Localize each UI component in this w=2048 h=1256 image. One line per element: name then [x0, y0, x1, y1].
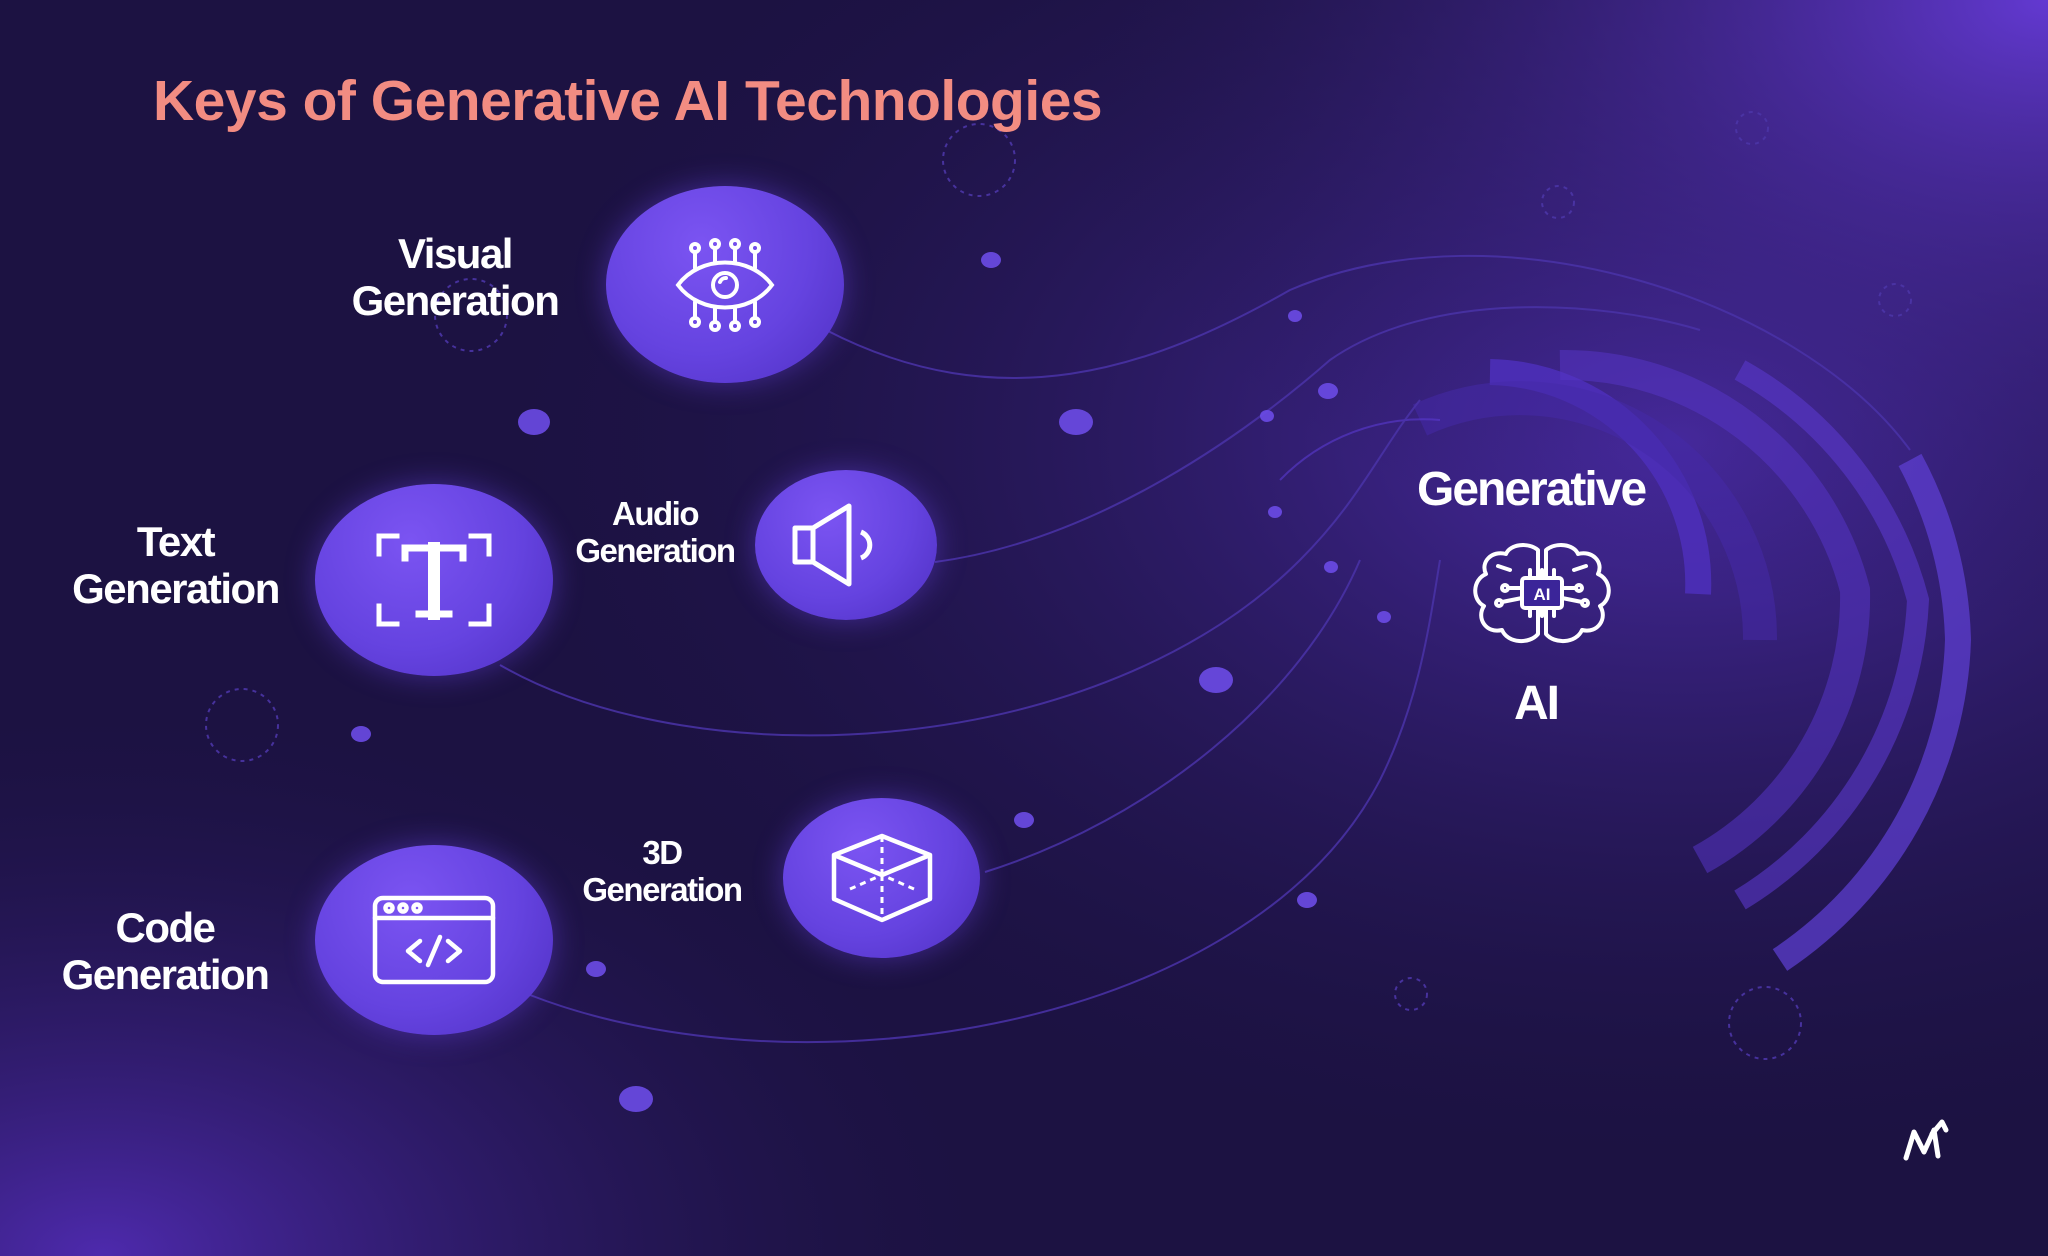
code-window-icon: [372, 895, 496, 985]
3d-generation-node: [783, 798, 980, 958]
decor-dots: [351, 252, 1391, 1112]
3d-generation-label: 3D Generation: [562, 834, 762, 909]
code-label-line2: Generation: [61, 951, 270, 999]
center-title-line1: Generative: [1417, 463, 1647, 516]
audio-generation-node: [755, 470, 937, 620]
text-t-icon: [376, 533, 492, 627]
concentric-arcs: [1279, 349, 1972, 971]
code-generation-node: [315, 845, 553, 1035]
3d-label-line2: Generation: [582, 870, 743, 908]
connector-lines: [499, 254, 1911, 1044]
speaker-icon: [792, 503, 873, 587]
chip-text: AI: [1534, 585, 1551, 604]
code-label-line1: Code: [115, 904, 217, 951]
brand-logo-icon: [1903, 1119, 1949, 1161]
audio-label-line1: Audio: [612, 495, 699, 532]
dashed-rings: [205, 111, 1912, 1060]
center-title-line2: AI: [1514, 677, 1560, 730]
text-label-line2: Generation: [72, 565, 280, 613]
text-generation-node: [315, 484, 553, 676]
cube-icon: [831, 833, 932, 923]
text-generation-label: Text Generation: [58, 518, 293, 612]
3d-label-line1: 3D: [642, 834, 683, 871]
visual-generation-label: Visual Generation: [340, 230, 570, 324]
eye-network-icon: [675, 237, 775, 332]
text-label-line1: Text: [136, 518, 216, 565]
brain-chip-icon: AI: [1473, 543, 1611, 643]
audio-generation-label: Audio Generation: [555, 495, 755, 570]
audio-label-line2: Generation: [575, 531, 736, 569]
visual-label-line2: Generation: [351, 277, 560, 325]
slide-title: Keys of Generative AI Technologies: [153, 69, 1103, 133]
visual-label-line1: Visual: [398, 230, 513, 277]
visual-generation-node: [606, 186, 844, 383]
code-generation-label: Code Generation: [45, 904, 285, 998]
